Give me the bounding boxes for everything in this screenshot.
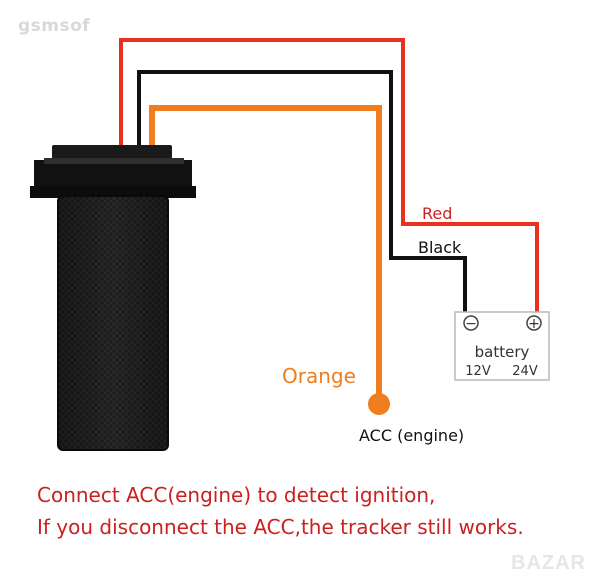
caption-line-2: If you disconnect the ACC,the tracker st… — [37, 515, 524, 539]
battery-box: − + battery 12V 24V — [454, 311, 550, 381]
battery-minus-symbol: − — [465, 316, 477, 332]
red-wire-label: Red — [422, 204, 452, 223]
black-wire-label: Black — [418, 238, 462, 257]
gps-tracker-device — [30, 145, 196, 451]
bazar-logo: BAZAR — [511, 552, 586, 574]
acc-engine-label: ACC (engine) — [359, 426, 464, 445]
orange-wire — [149, 105, 382, 398]
battery-plus-terminal — [526, 315, 542, 331]
red-wire — [119, 38, 539, 312]
battery-12v-label: 12V — [465, 364, 491, 379]
watermark: gsmsof — [18, 16, 91, 36]
orange-wire-label: Orange — [282, 364, 356, 388]
battery-24v-label: 24V — [512, 364, 538, 379]
black-wire — [137, 70, 467, 312]
battery-label: battery — [475, 343, 530, 361]
acc-terminal-dot — [368, 393, 390, 415]
battery-minus-terminal — [463, 315, 479, 331]
caption-line-1: Connect ACC(engine) to detect ignition, — [37, 483, 436, 507]
battery-plus-symbol: + — [528, 316, 540, 332]
